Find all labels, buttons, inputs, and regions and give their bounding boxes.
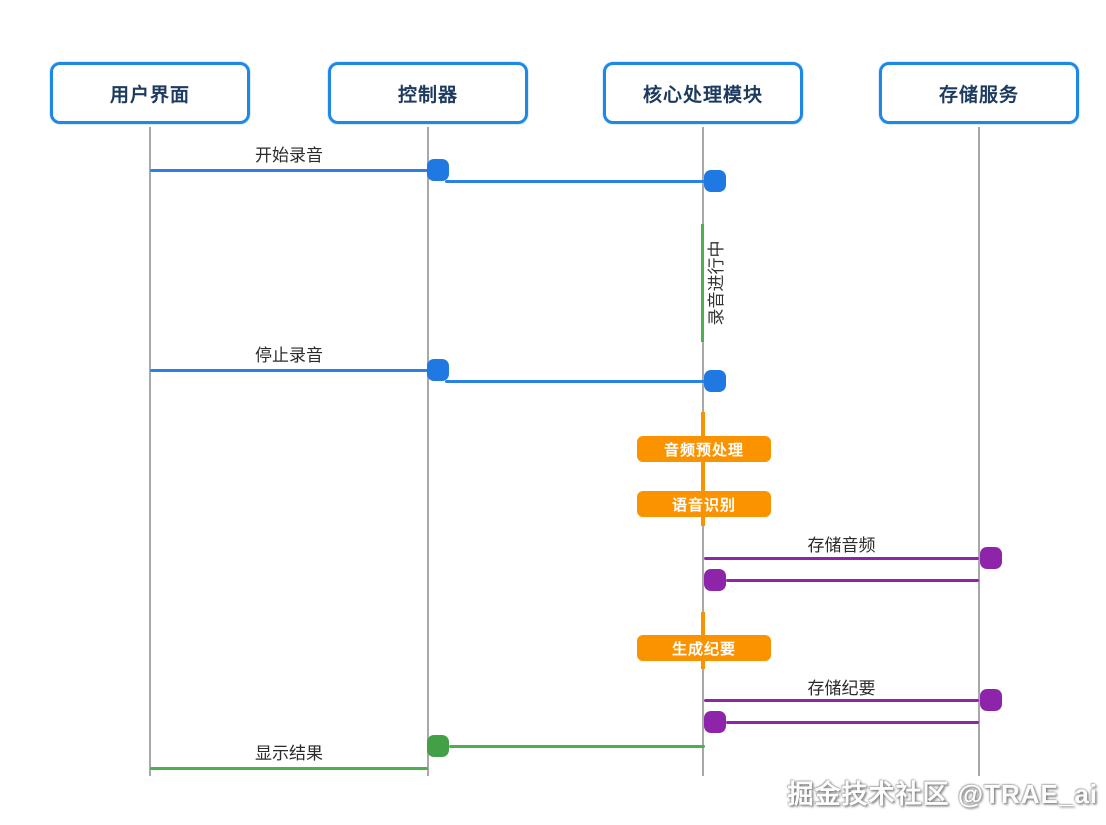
message-line-result-core-to-controller bbox=[449, 745, 705, 748]
actor-box-storage-service: 存储服务 bbox=[879, 62, 1079, 124]
message-line-stop-recording bbox=[150, 369, 428, 372]
message-line-store-audio-return bbox=[726, 579, 979, 582]
endpoint-square-core bbox=[704, 569, 726, 591]
action-label: 生成纪要 bbox=[671, 640, 736, 658]
actor-label: 用户界面 bbox=[109, 84, 190, 106]
endpoint-square-core bbox=[704, 370, 726, 392]
actor-box-core-module: 核心处理模块 bbox=[603, 62, 803, 124]
action-box-generate-summary: 生成纪要 bbox=[637, 635, 771, 661]
message-label-store-audio: 存储音频 bbox=[807, 536, 876, 555]
message-line-start-recording bbox=[150, 169, 428, 172]
message-line-store-audio bbox=[704, 557, 979, 560]
message-line-store-summary-return bbox=[726, 721, 979, 724]
message-line-forward-start bbox=[445, 180, 705, 183]
actor-box-user-interface: 用户界面 bbox=[50, 62, 250, 124]
action-box-speech-recognition: 语音识别 bbox=[637, 491, 771, 517]
endpoint-square-core bbox=[704, 711, 726, 733]
self-message-line-recording bbox=[701, 224, 704, 342]
action-label: 音频预处理 bbox=[663, 441, 744, 459]
message-label-start-recording: 开始录音 bbox=[255, 146, 323, 165]
self-message-label-recording: 录音进行中 bbox=[706, 240, 726, 326]
lifeline-storage-service bbox=[978, 127, 980, 776]
activation-segment-core bbox=[701, 412, 705, 526]
message-line-show-result bbox=[150, 767, 428, 770]
action-box-audio-preprocess: 音频预处理 bbox=[637, 436, 771, 462]
actor-label: 控制器 bbox=[397, 84, 458, 106]
endpoint-square-storage bbox=[980, 547, 1002, 569]
actor-box-controller: 控制器 bbox=[328, 62, 528, 124]
message-line-store-summary bbox=[704, 699, 979, 702]
lifeline-controller bbox=[427, 127, 429, 776]
endpoint-square-controller bbox=[427, 159, 449, 181]
endpoint-square-core bbox=[704, 170, 726, 192]
message-label-show-result: 显示结果 bbox=[255, 744, 323, 763]
endpoint-square-storage bbox=[980, 689, 1002, 711]
actor-label: 核心处理模块 bbox=[642, 84, 763, 106]
message-label-store-summary: 存储纪要 bbox=[807, 679, 876, 698]
endpoint-square-controller bbox=[427, 735, 449, 757]
lifeline-user-interface bbox=[149, 127, 151, 776]
watermark-text: 掘金技术社区 @TRAE_ai bbox=[787, 779, 1098, 809]
endpoint-square-controller bbox=[427, 359, 449, 381]
action-label: 语音识别 bbox=[671, 496, 736, 514]
message-label-stop-recording: 停止录音 bbox=[255, 346, 323, 365]
actor-label: 存储服务 bbox=[938, 84, 1019, 106]
message-line-forward-stop bbox=[445, 380, 705, 383]
